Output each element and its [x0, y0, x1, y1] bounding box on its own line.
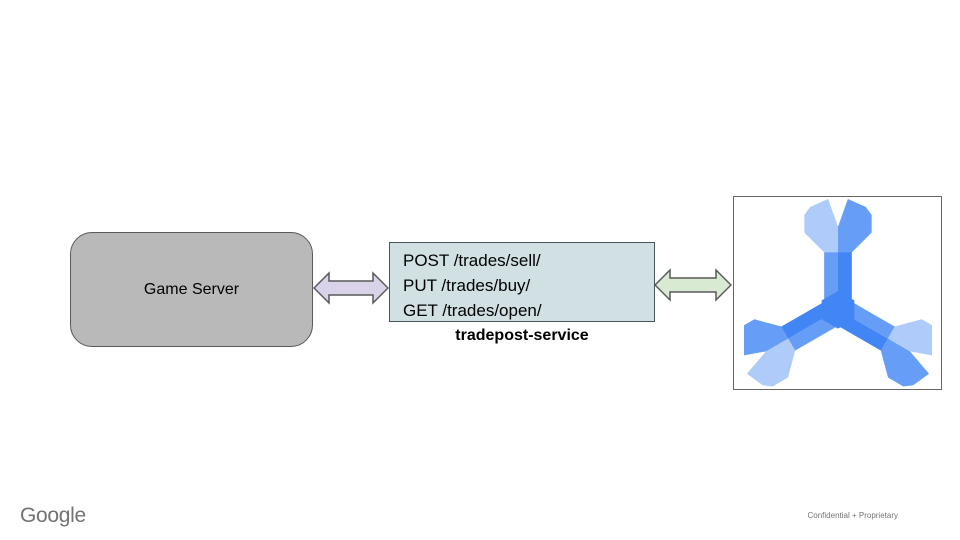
endpoint-put: PUT /trades/buy/: [403, 276, 531, 295]
arrow-shape: [313, 271, 389, 305]
bidirectional-arrow-right-icon: [654, 268, 732, 302]
spanner-card: [733, 196, 942, 390]
game-server-node: Game Server: [70, 232, 313, 347]
endpoint-get: GET /trades/open/: [403, 301, 542, 320]
spanner-hub: [821, 291, 854, 329]
arrow-shape: [654, 268, 732, 302]
confidential-note: Confidential + Proprietary: [807, 511, 899, 520]
tradepost-service-node: POST /trades/sell/ PUT /trades/buy/ GET …: [389, 242, 655, 322]
endpoint-post: POST /trades/sell/: [403, 251, 541, 270]
service-caption: tradepost-service: [455, 327, 589, 344]
cloud-spanner-icon: [743, 199, 932, 389]
google-logo: Google: [20, 504, 86, 527]
bidirectional-arrow-left-icon: [313, 271, 389, 305]
game-server-label: Game Server: [143, 280, 240, 298]
